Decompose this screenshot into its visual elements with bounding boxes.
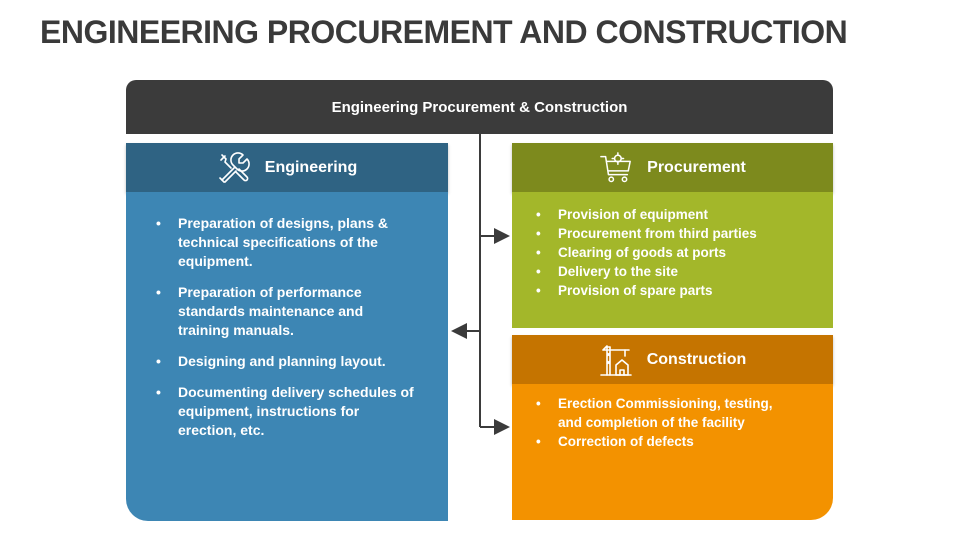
list-item: Erection Commissioning, testing, and com… [536, 394, 773, 432]
list-item: Documenting delivery schedules of equipm… [156, 383, 418, 440]
tools-icon [217, 151, 251, 185]
engineering-card: Engineering Preparation of designs, plan… [126, 143, 448, 521]
construction-label: Construction [646, 350, 747, 368]
list-item: Provision of equipment [536, 205, 813, 224]
crane-building-icon [599, 343, 633, 377]
procurement-list: Provision of equipment Procurement from … [512, 192, 833, 300]
shopping-cart-gear-icon [599, 151, 633, 185]
procurement-header: Procurement [512, 143, 833, 192]
construction-list: Erection Commissioning, testing, and com… [512, 384, 833, 451]
engineering-label: Engineering [264, 158, 358, 176]
list-item: Clearing of goods at ports [536, 243, 813, 262]
procurement-body: Provision of equipment Procurement from … [512, 192, 833, 328]
list-item: Procurement from third parties [536, 224, 813, 243]
procurement-card: Procurement Provision of equipment Procu… [512, 143, 833, 328]
list-item: Provision of spare parts [536, 281, 813, 300]
page-title: ENGINEERING PROCUREMENT AND CONSTRUCTION [40, 14, 848, 50]
list-item: Preparation of performance standards mai… [156, 283, 418, 340]
procurement-label: Procurement [647, 158, 746, 176]
header-label: Engineering Procurement & Construction [331, 98, 628, 116]
engineering-list: Preparation of designs, plans & technica… [126, 192, 448, 440]
list-item: Preparation of designs, plans & technica… [156, 214, 418, 271]
list-item: Designing and planning layout. [156, 352, 418, 371]
engineering-header: Engineering [126, 143, 448, 192]
construction-header: Construction [512, 335, 833, 384]
list-item: Delivery to the site [536, 262, 813, 281]
construction-card: Construction Erection Commissioning, tes… [512, 335, 833, 520]
header-bar: Engineering Procurement & Construction [126, 80, 833, 134]
list-item: Correction of defects [536, 432, 773, 451]
construction-body: Erection Commissioning, testing, and com… [512, 384, 833, 520]
engineering-body: Preparation of designs, plans & technica… [126, 192, 448, 521]
